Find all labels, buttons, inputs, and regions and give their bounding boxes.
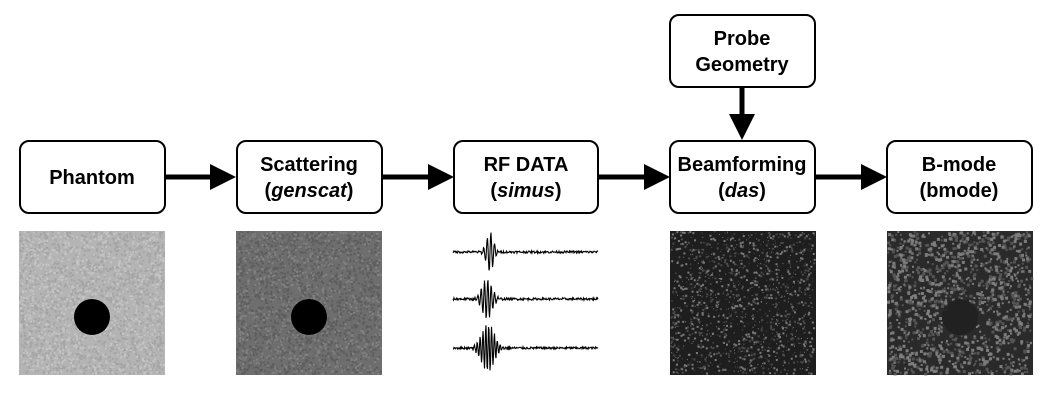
arrow-probe-to-beamforming — [729, 87, 755, 140]
rf-signal-trace-1 — [452, 232, 599, 271]
rf-signal-trace-2 — [452, 280, 599, 318]
phantom-inclusion — [74, 299, 110, 335]
rf-signal-trace-3 — [452, 325, 599, 371]
box-rfdata: RF DATA (simus) — [453, 140, 599, 214]
arrow-beamforming-to-bmode — [815, 164, 887, 190]
box-probe-geometry: Probe Geometry — [669, 14, 816, 88]
box-scattering: Scattering (genscat) — [236, 140, 383, 214]
scattering-image — [236, 231, 382, 375]
box-rfdata-subtitle: (simus) — [490, 180, 561, 202]
arrow-phantom-to-scattering — [165, 164, 236, 190]
scattering-inclusion — [291, 299, 327, 335]
box-phantom: Phantom — [19, 140, 166, 214]
box-scattering-title: Scattering — [260, 154, 358, 176]
box-probe-title: Probe — [714, 28, 771, 50]
box-bmode-title: B-mode — [922, 154, 996, 176]
arrow-rfdata-to-beamforming — [598, 164, 670, 190]
box-beamforming-title: Beamforming — [678, 154, 807, 176]
bmode-image — [887, 231, 1034, 376]
box-phantom-label: Phantom — [49, 167, 135, 189]
rf-signals-image — [452, 232, 599, 371]
box-probe-subtitle: Geometry — [695, 54, 789, 76]
box-rfdata-title: RF DATA — [484, 154, 569, 176]
bmode-inclusion — [942, 299, 978, 335]
box-scattering-subtitle: (genscat) — [265, 180, 354, 202]
beamformed-image — [670, 231, 816, 375]
box-bmode-subtitle: (bmode) — [920, 180, 999, 202]
arrow-scattering-to-rfdata — [382, 164, 454, 190]
box-bmode: B-mode (bmode) — [886, 140, 1033, 214]
box-beamforming: Beamforming (das) — [669, 140, 816, 214]
box-beamforming-subtitle: (das) — [718, 180, 766, 202]
phantom-image — [19, 231, 165, 375]
